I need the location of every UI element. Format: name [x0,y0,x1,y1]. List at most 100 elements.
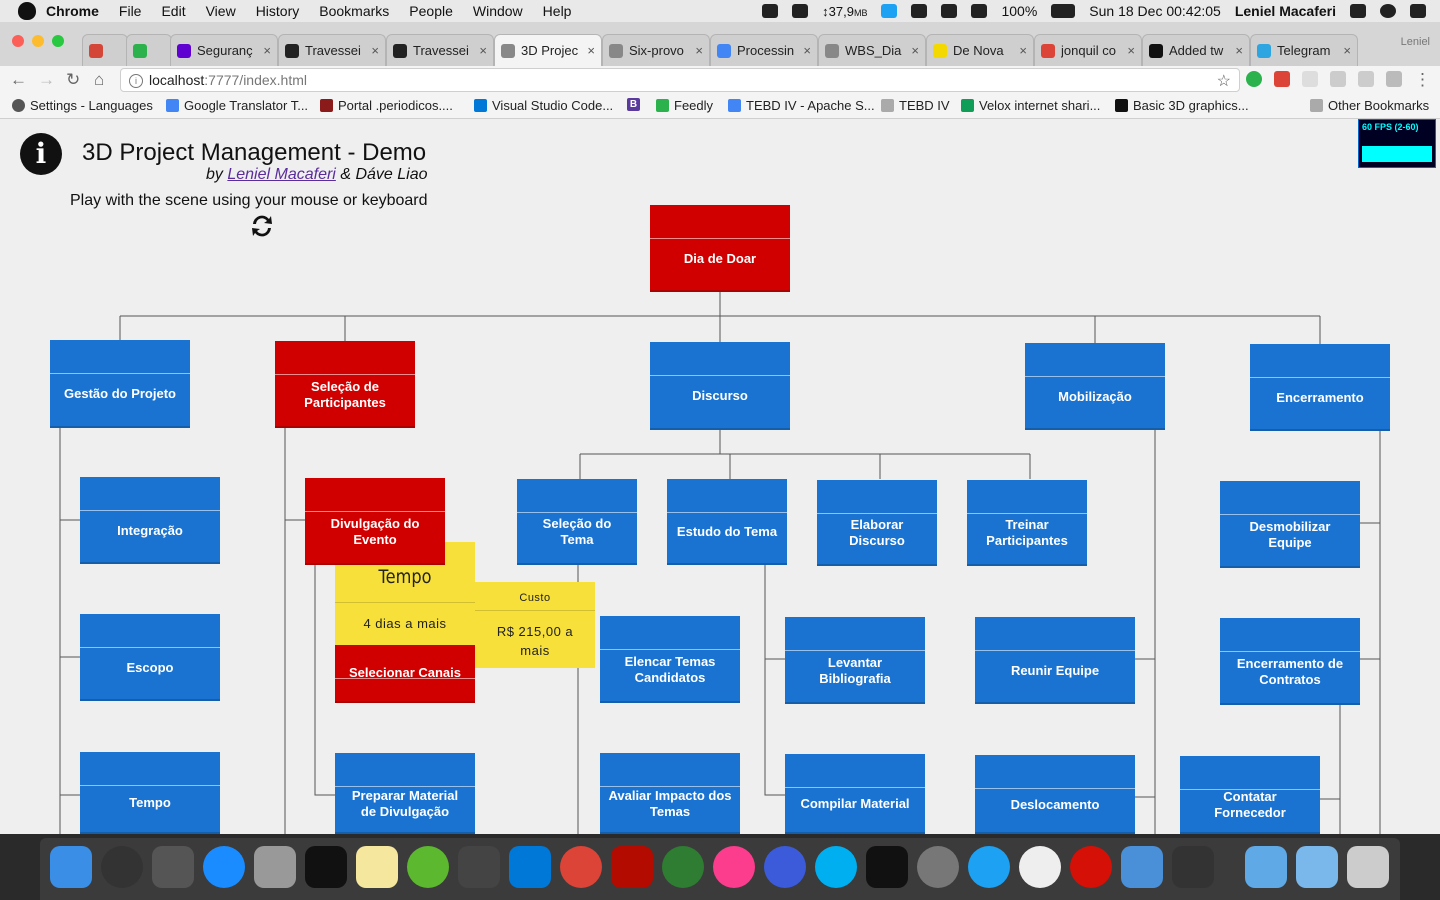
lastfm-icon[interactable] [1070,846,1112,888]
acrobat-icon[interactable] [611,846,653,888]
wbs-node-selecao-participantes[interactable]: Seleção de Participantes [275,341,415,428]
info-icon[interactable]: i [20,133,62,175]
notes-icon[interactable] [356,846,398,888]
sublime-text-icon[interactable] [458,846,500,888]
bookmark-portal-periodicos[interactable]: Portal .periodicos.... [320,98,453,113]
vscode-icon[interactable] [509,846,551,888]
forward-button[interactable]: → [38,70,55,89]
system-preferences-icon[interactable] [917,846,959,888]
wbs-node-divulgacao-evento[interactable]: Divulgação do Evento [305,478,445,565]
menu-bookmarks[interactable]: Bookmarks [319,3,390,19]
fps-stats-panel[interactable]: 60 FPS (2-60) [1358,119,1436,168]
bookmark-feedly[interactable]: Feedly [656,98,713,113]
menu-help[interactable]: Help [542,3,572,19]
bookmark-google-translator[interactable]: Google Translator T... [166,98,308,113]
browser-tab[interactable] [82,34,128,66]
notification-center-icon[interactable] [1410,4,1426,18]
menu-history[interactable]: History [255,3,300,19]
wifi-icon[interactable] [941,4,958,18]
photos-icon[interactable] [1019,846,1061,888]
lyre-icon[interactable] [764,846,806,888]
wbs-node-encerramento[interactable]: Encerramento [1250,344,1390,431]
close-tab-icon[interactable]: × [479,43,487,58]
browser-tab[interactable]: Seguranç× [170,34,278,66]
author-link[interactable]: Leniel Macaferi [227,166,336,183]
profile-name[interactable]: Leniel [1400,36,1430,48]
bookmark-folder-tebd-iv[interactable]: TEBD IV [881,98,950,113]
itunes-icon[interactable] [713,846,755,888]
menu-window[interactable]: Window [472,3,523,19]
close-window-button[interactable] [12,35,24,47]
site-info-icon[interactable]: i [129,74,143,88]
bittorrent-icon[interactable] [662,846,704,888]
bluetooth-icon[interactable] [911,4,928,18]
mission-control-icon[interactable] [152,846,194,888]
bookmark-tebd-apache[interactable]: TEBD IV - Apache S... [728,98,875,113]
reload-button[interactable]: ↻ [66,70,81,89]
siri-icon[interactable] [1380,4,1396,18]
browser-tab[interactable]: De Nova× [926,34,1034,66]
user-name[interactable]: Leniel Macaferi [1234,3,1336,19]
extension-google-icon[interactable] [1274,71,1290,87]
close-tab-icon[interactable]: × [1127,43,1135,58]
bookmark-star-icon[interactable]: ☆ [1216,73,1231,90]
clock[interactable]: Sun 18 Dec 00:42:05 [1089,3,1221,19]
bookmark-velox[interactable]: Velox internet shari... [961,98,1100,113]
bookmark-b[interactable]: B [627,98,645,111]
close-tab-icon[interactable]: × [263,43,271,58]
spotlight-icon[interactable] [1350,4,1366,18]
wbs-node-avaliar-impacto[interactable]: Avaliar Impacto dos Temas [600,753,740,834]
applications-folder-icon[interactable] [1296,846,1338,888]
volume-icon[interactable] [971,4,988,18]
note-custo[interactable]: Custo R$ 215,00 a mais [475,582,595,668]
chrome-menu-icon[interactable]: ⋮ [1414,70,1431,89]
wbs-node-selecionar-canais[interactable]: Selecionar Canais [335,645,475,703]
bookmark-visual-studio-code[interactable]: Visual Studio Code... [474,98,613,113]
wbs-node-levantar-bibliografia[interactable]: Levantar Bibliografia [785,617,925,704]
browser-tab[interactable]: WBS_Dia× [818,34,926,66]
utorrent-icon[interactable] [407,846,449,888]
chrome-icon[interactable] [560,846,602,888]
extension-feedly-icon[interactable] [1246,71,1262,87]
twitter-icon[interactable] [881,4,898,18]
trash-icon[interactable] [1347,846,1389,888]
drive-icon[interactable] [792,4,809,18]
browser-tab[interactable]: Travessei× [278,34,386,66]
wbs-node-tempo[interactable]: Tempo [80,752,220,834]
battery-percent[interactable]: 100% [1001,3,1038,19]
close-tab-icon[interactable]: × [911,43,919,58]
menu-edit[interactable]: Edit [161,3,186,19]
close-tab-icon[interactable]: × [1343,43,1351,58]
wbs-node-encerramento-contratos[interactable]: Encerramento de Contratos [1220,618,1360,705]
refresh-icon[interactable] [248,212,276,240]
wbs-node-gestao-projeto[interactable]: Gestão do Projeto [50,340,190,428]
wbs-node-estudo-tema[interactable]: Estudo do Tema [667,479,787,565]
bookmark-settings-languages[interactable]: Settings - Languages [12,98,153,113]
wbs-node-compilar-material[interactable]: Compilar Material [785,754,925,834]
close-tab-icon[interactable]: × [371,43,379,58]
browser-tab[interactable]: Added tw× [1142,34,1250,66]
browser-tab[interactable]: jonquil co× [1034,34,1142,66]
wbs-node-escopo[interactable]: Escopo [80,614,220,701]
keynote-icon[interactable] [1121,846,1163,888]
menu-people[interactable]: People [409,3,453,19]
address-bar[interactable]: i localhost:7777/index.html ☆ [120,68,1240,92]
bookmark-other-bookmarks[interactable]: Other Bookmarks [1310,98,1429,113]
app-store-icon[interactable] [203,846,245,888]
wbs-node-contatar-fornecedor[interactable]: Contatar Fornecedor [1180,756,1320,834]
wbs-node-elaborar-discurso[interactable]: Elaborar Discurso [817,480,937,566]
close-tab-icon[interactable]: × [803,43,811,58]
zoom-window-button[interactable] [52,35,64,47]
wbs-node-treinar-participantes[interactable]: Treinar Participantes [967,480,1087,566]
battery-icon[interactable] [1051,4,1076,18]
minimize-window-button[interactable] [32,35,44,47]
dropbox-icon[interactable] [762,4,779,18]
page-viewport[interactable]: i 3D Project Management - Demo by Leniel… [0,119,1440,834]
extension-page-icon[interactable] [1330,71,1346,87]
activity-monitor-icon[interactable] [305,846,347,888]
menu-file[interactable]: File [118,3,142,19]
finder-icon[interactable] [50,846,92,888]
menu-app-chrome[interactable]: Chrome [46,3,99,19]
close-tab-icon[interactable]: × [1235,43,1243,58]
browser-tab[interactable]: Six-provo× [602,34,710,66]
